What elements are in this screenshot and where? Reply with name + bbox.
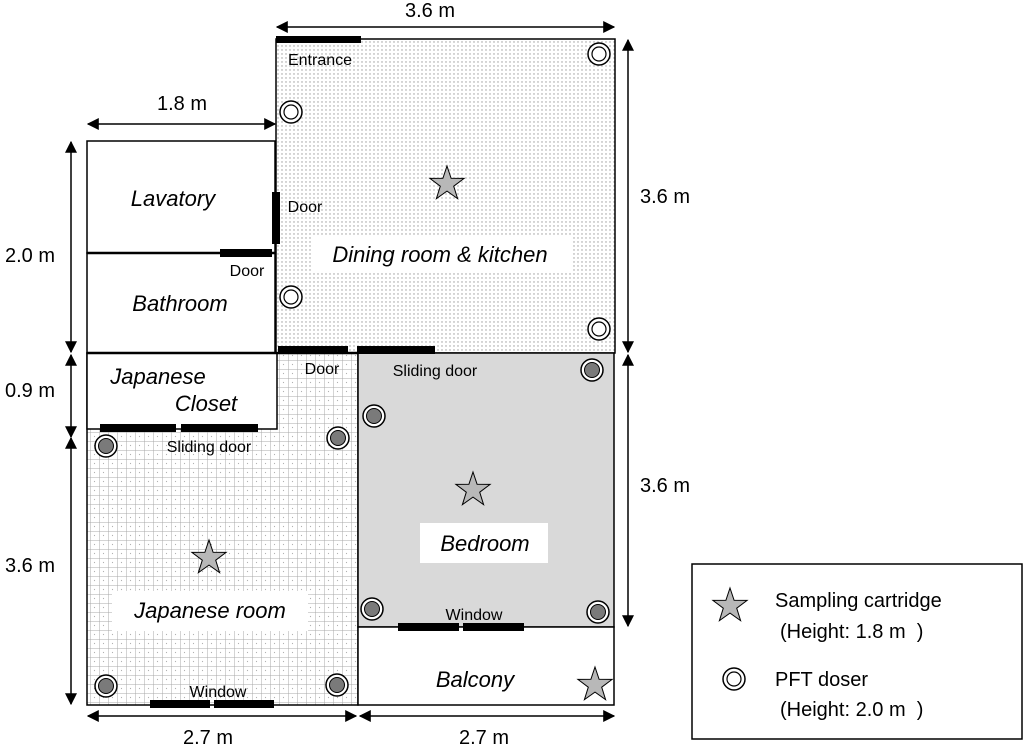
sampler-point-icon [94, 434, 118, 458]
bathroom-area [86, 252, 276, 354]
room-bedroom: Bedroom [440, 531, 529, 556]
dim-bottom-right-width: 2.7 m [459, 727, 509, 746]
balcony-area [357, 626, 615, 706]
sampler-point-icon [326, 426, 350, 450]
label-door-lavatory: Door [288, 199, 323, 216]
sampler-point-icon [586, 600, 610, 624]
room-closet-line2: Closet [175, 391, 238, 416]
dim-right-upper-height: 3.6 m [640, 186, 690, 208]
label-sliding-door-closet: Sliding door [167, 439, 252, 456]
dim-right-lower-height: 3.6 m [640, 475, 690, 497]
room-bathroom: Bathroom [132, 291, 227, 316]
closet-area [86, 352, 278, 430]
japanese-door [278, 346, 348, 354]
legend-sampling-label: Sampling cartridge [775, 590, 942, 612]
room-balcony: Balcony [436, 667, 516, 692]
sampler-point-icon [362, 404, 386, 428]
dim-bottom-left-width: 2.7 m [183, 727, 233, 746]
bedroom-area [357, 352, 615, 628]
lavatory-area [86, 140, 276, 254]
star-icon [454, 470, 492, 506]
label-door-japanese: Door [305, 361, 340, 378]
star-icon [576, 665, 614, 701]
closet-sliding-door-right [181, 424, 258, 432]
room-japanese: Japanese room [133, 598, 286, 623]
sampler-point-icon [360, 597, 384, 621]
pft-doser-icon [587, 42, 611, 66]
dim-left-lower-height: 3.6 m [5, 555, 55, 577]
bedroom-window-right [463, 623, 524, 631]
room-lavatory: Lavatory [131, 186, 217, 211]
sampler-point-icon [325, 673, 349, 697]
dim-left-upper-height: 2.0 m [5, 245, 55, 267]
pft-doser-icon [587, 317, 611, 341]
pft-doser-icon [279, 100, 303, 124]
legend-pft-label: PFT doser [775, 669, 868, 691]
star-icon [428, 164, 466, 200]
dim-top-width: 3.6 m [405, 0, 455, 22]
legend: Sampling cartridge (Height: 1.8 m ) PFT … [691, 563, 1023, 740]
bedroom-sliding-door [357, 346, 435, 354]
dining-room-area [275, 38, 616, 354]
sampler-point-icon [580, 358, 604, 382]
label-entrance: Entrance [288, 52, 352, 69]
label-door-bathroom: Door [230, 263, 265, 280]
star-icon [190, 538, 228, 574]
entrance-door [276, 36, 361, 43]
closet-sliding-door-left [100, 424, 176, 432]
room-closet-line1: Japanese [109, 364, 205, 389]
lavatory-door [272, 192, 280, 244]
bathroom-door [220, 249, 272, 257]
label-window-bedroom: Window [446, 607, 503, 624]
label-window-japanese: Window [190, 684, 247, 701]
japanese-window-right [214, 700, 274, 708]
japanese-window-left [150, 700, 210, 708]
legend-sampling-height: (Height: 1.8 m ) [780, 621, 923, 643]
legend-pft-height: (Height: 2.0 m ) [780, 699, 923, 721]
dim-closet-height: 0.9 m [5, 380, 55, 402]
sampler-point-icon [94, 674, 118, 698]
legend-pft-doser-icon [722, 667, 746, 691]
label-sliding-door-bedroom: Sliding door [393, 363, 478, 380]
legend-star-icon [711, 586, 749, 622]
pft-doser-icon [279, 285, 303, 309]
room-dining-kitchen: Dining room & kitchen [332, 242, 547, 267]
bedroom-window-left [398, 623, 459, 631]
dim-lavatory-width: 1.8 m [157, 93, 207, 115]
